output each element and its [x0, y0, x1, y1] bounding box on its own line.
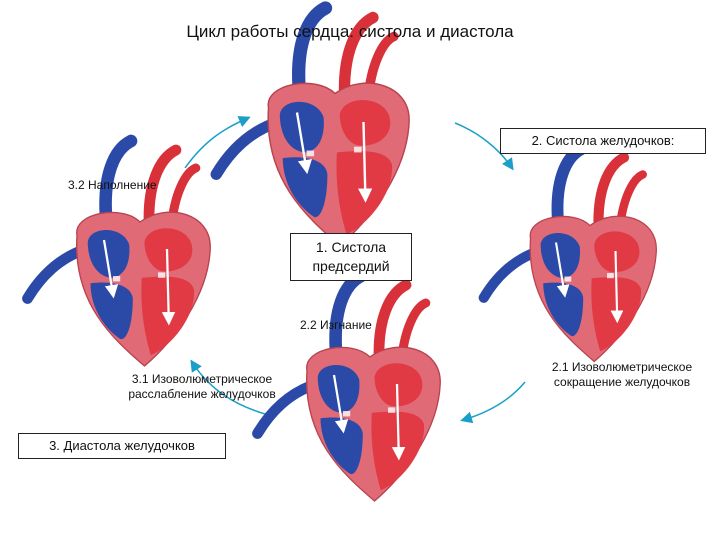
- phase-filling: 3.2 Наполнение: [68, 178, 157, 192]
- heart-filling: [27, 141, 210, 366]
- cycle-arrow-top-right: [454, 122, 514, 171]
- diagram-title: Цикл работы сердца: систола и диастола: [186, 22, 514, 41]
- heart-isovolumetric-contraction: [484, 149, 657, 362]
- phase-ejection: 2.2 Изгнание: [300, 318, 372, 332]
- cycle-arrow-bottom-right: [460, 381, 526, 424]
- phase-atrial-systole: 1. Систола предсердий: [290, 233, 412, 281]
- cycle-arrow-bottom-left: [190, 359, 266, 415]
- phase-isovolumetric-relaxation: 3.1 Изоволюметрическое расслабление желу…: [128, 372, 276, 401]
- heart-atrial-systole: [216, 8, 409, 246]
- phase-ventricular-diastole: 3. Диастола желудочков: [18, 433, 226, 459]
- phase-isovolumetric-contraction: 2.1 Изоволюметрическое сокращение желудо…: [551, 360, 693, 389]
- cycle-arrow-top-left: [184, 116, 251, 169]
- phase-ventricular-systole: 2. Систола желудочков:: [500, 128, 706, 154]
